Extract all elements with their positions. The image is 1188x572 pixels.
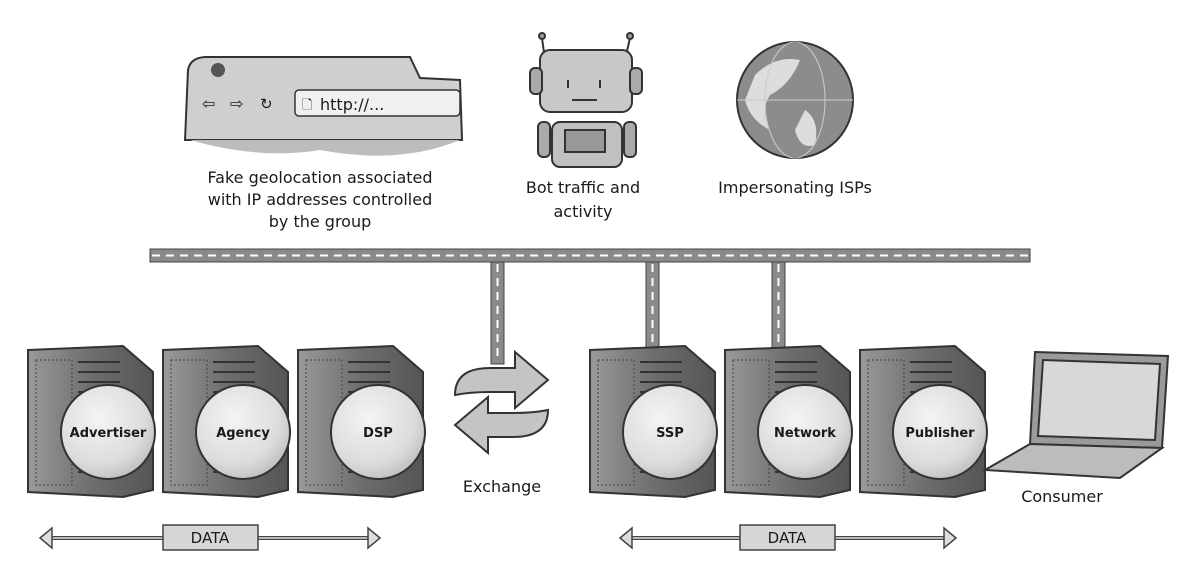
data-arrow-right: DATA (618, 524, 958, 551)
network-road (149, 248, 1031, 365)
browser-url: http://... (320, 95, 384, 114)
bot-caption-line1: Bot traffic and (526, 178, 640, 197)
node-label: Network (774, 426, 836, 441)
forward-icon: ⇨ (230, 94, 243, 113)
data-label-left: DATA (191, 529, 230, 547)
server-node: Publisher (859, 344, 988, 499)
node-label: Publisher (905, 426, 975, 441)
server-node: Advertiser (27, 344, 156, 499)
node-circle (622, 384, 718, 480)
robot-icon (529, 32, 643, 168)
browser-caption-line2: with IP addresses controlled (208, 190, 433, 209)
node-circle (757, 384, 853, 480)
node-circle (60, 384, 156, 480)
consumer-label: Consumer (1021, 487, 1103, 506)
data-arrow-left: DATA (38, 524, 382, 551)
exchange-arrows-icon (453, 349, 550, 456)
server-node: DSP (297, 344, 426, 499)
back-icon: ⇦ (202, 94, 215, 113)
node-label: Advertiser (70, 426, 147, 441)
browser-icon: ⇦ ⇨ ↻ 🗋 http://... (183, 56, 464, 156)
data-label-right: DATA (768, 529, 807, 547)
server-node: SSP (589, 344, 718, 499)
server-node: Network (724, 344, 853, 499)
server-node: Agency (162, 344, 291, 499)
browser-caption-line1: Fake geolocation associated (207, 168, 432, 187)
node-label: DSP (363, 426, 393, 441)
browser-caption-line3: by the group (269, 212, 372, 231)
globe-icon (736, 41, 854, 159)
isp-caption: Impersonating ISPs (718, 178, 872, 197)
node-circle (330, 384, 426, 480)
page-icon: 🗋 (302, 98, 312, 113)
exchange-label: Exchange (463, 477, 541, 496)
node-label: SSP (656, 426, 684, 441)
node-circle (892, 384, 988, 480)
laptop-icon (981, 350, 1170, 480)
bot-caption-line2: activity (554, 202, 613, 221)
reload-icon: ↻ (260, 95, 273, 113)
node-label: Agency (216, 426, 270, 441)
node-circle (195, 384, 291, 480)
